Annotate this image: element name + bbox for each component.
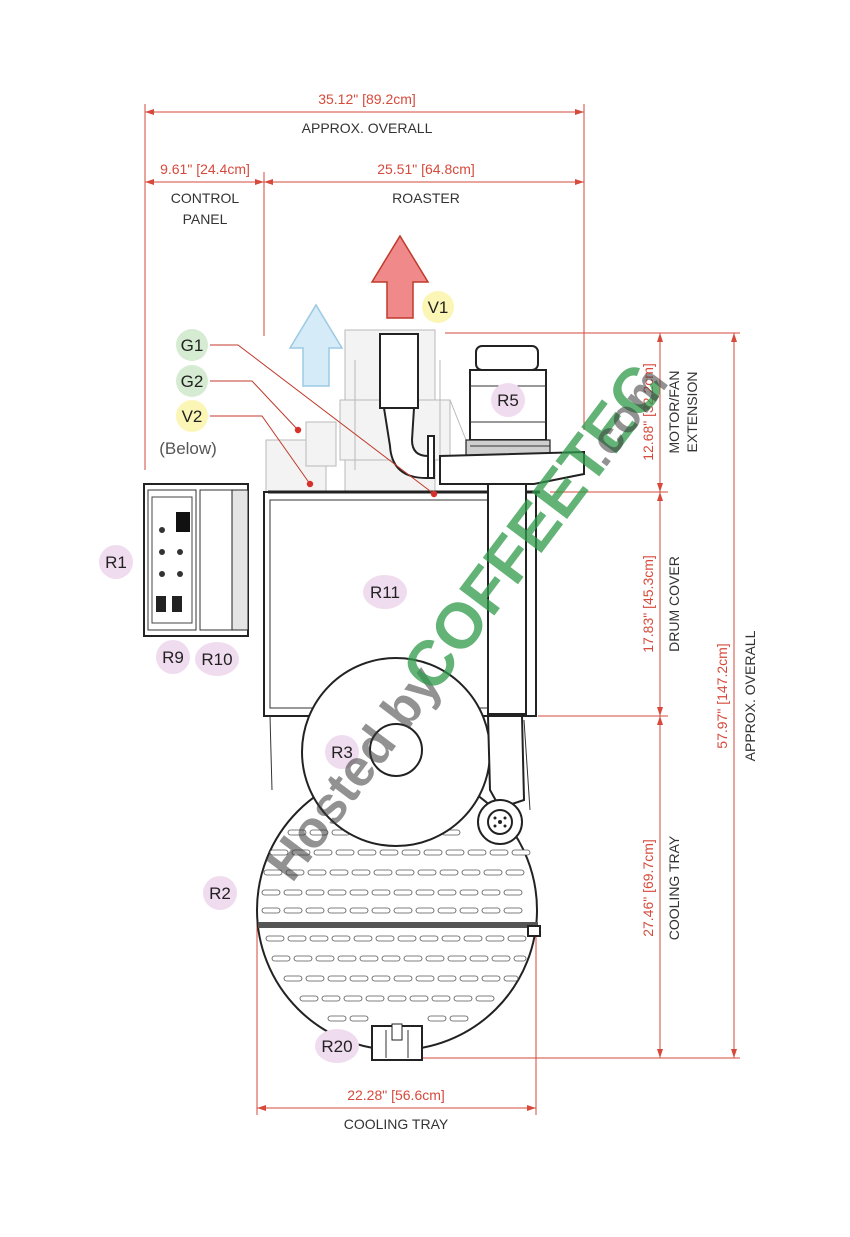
lower-tray-slots [265, 935, 527, 1022]
cooling-tray-height-value: 27.46" [69.7cm] [640, 839, 656, 937]
cooling-tray-width-caption: COOLING TRAY [344, 1116, 449, 1132]
overall-width-caption: APPROX. OVERALL [302, 120, 433, 136]
svg-text:V1: V1 [428, 298, 449, 317]
control-panel-caption-1: CONTROL [171, 190, 240, 206]
motor-fan-dimension: 12.68" [32.2cm] MOTOR/FAN EXTENSION [640, 333, 700, 492]
badge-r5: R5 [491, 383, 525, 417]
motor-fan-assembly [439, 345, 585, 485]
badge-r2: R2 [203, 876, 237, 910]
drum-face [301, 657, 491, 847]
motor-fan-caption-2: EXTENSION [684, 372, 700, 453]
badge-r10: R10 [195, 642, 239, 676]
exhaust-chimney [379, 333, 435, 479]
right-dimension-guides [420, 332, 740, 1059]
svg-text:R10: R10 [201, 650, 232, 669]
svg-text:R5: R5 [497, 391, 519, 410]
control-panel [143, 483, 249, 637]
badge-g1: G1 [176, 329, 208, 361]
svg-text:R2: R2 [209, 884, 231, 903]
cooling-tray-height-dimension: 27.46" [69.7cm] COOLING TRAY [640, 716, 682, 1058]
drum-cover-caption: DRUM COVER [666, 556, 682, 652]
intake-arrow [288, 303, 344, 387]
exhaust-arrow [370, 234, 430, 319]
svg-text:R9: R9 [162, 648, 184, 667]
control-panel-caption-2: PANEL [183, 211, 228, 227]
drum-cover-value: 17.83" [45.3cm] [640, 555, 656, 653]
drum-cover-dimension: 17.83" [45.3cm] DRUM COVER [640, 492, 682, 716]
motor-fan-caption-1: MOTOR/FAN [666, 371, 682, 454]
control-panel-value: 9.61" [24.4cm] [160, 161, 250, 177]
badge-v1: V1 [422, 291, 454, 323]
cooling-tray [256, 769, 541, 1061]
badge-v2: V2 [176, 400, 208, 432]
badge-r1: R1 [99, 545, 133, 579]
overall-height-value: 57.97" [147.2cm] [714, 643, 730, 748]
overall-height-dimension: 57.97" [147.2cm] APPROX. OVERALL [714, 333, 758, 1058]
leader-lines [210, 344, 438, 498]
badge-r3: R3 [325, 735, 359, 769]
svg-text:R11: R11 [370, 583, 400, 602]
svg-text:R1: R1 [105, 553, 127, 572]
control-panel-dimension: 9.61" [24.4cm] CONTROL PANEL [145, 161, 265, 336]
svg-text:G2: G2 [181, 372, 204, 391]
badge-r11: R11 [363, 575, 407, 609]
motor-fan-value: 12.68" [32.2cm] [640, 363, 656, 461]
upper-tray-slots [261, 829, 531, 914]
cooling-tray-width-dimension: 22.28" [56.6cm] COOLING TRAY [256, 910, 537, 1132]
overall-height-caption: APPROX. OVERALL [742, 630, 758, 761]
cooling-fan [477, 715, 531, 845]
svg-text:R3: R3 [331, 743, 353, 762]
svg-text:R20: R20 [321, 1037, 352, 1056]
cooling-tray-width-value: 22.28" [56.6cm] [347, 1087, 445, 1103]
svg-text:G1: G1 [181, 336, 204, 355]
roaster-caption: ROASTER [392, 190, 460, 206]
overall-width-dimension: 35.12" [89.2cm] APPROX. OVERALL [144, 91, 585, 470]
badge-v2-note: (Below) [159, 439, 217, 458]
badge-r20: R20 [315, 1029, 359, 1063]
roaster-dimension: 25.51" [64.8cm] ROASTER [264, 161, 584, 206]
badge-g2: G2 [176, 365, 208, 397]
svg-text:V2: V2 [182, 407, 203, 426]
cooling-tray-height-caption: COOLING TRAY [666, 835, 682, 940]
badge-r9: R9 [156, 640, 190, 674]
overall-width-value: 35.12" [89.2cm] [318, 91, 416, 107]
roaster-value: 25.51" [64.8cm] [377, 161, 475, 177]
